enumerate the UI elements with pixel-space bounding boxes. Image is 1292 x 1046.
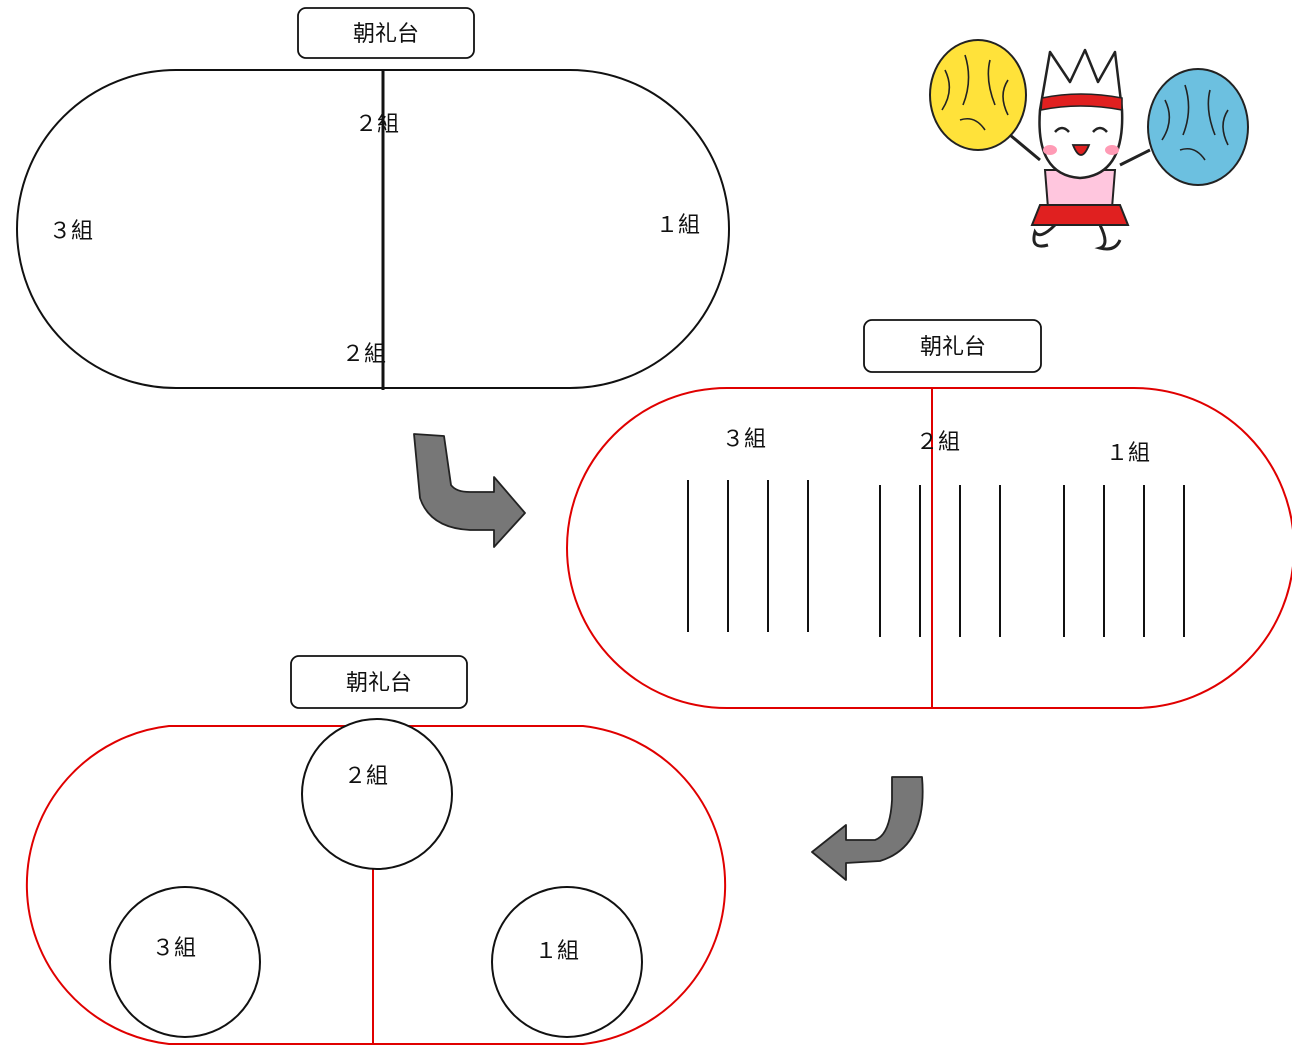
stage-box-3: 朝礼台 bbox=[290, 655, 468, 709]
stage-label-2: 朝礼台 bbox=[920, 335, 986, 360]
lane-lines-group-3 bbox=[687, 480, 809, 632]
stage-label-3: 朝礼台 bbox=[346, 671, 412, 696]
group-label-1: １組 bbox=[656, 213, 700, 238]
group-label-3: ３組 bbox=[722, 427, 766, 452]
track-outline-3 bbox=[25, 725, 727, 1045]
stage-box-1-frame bbox=[297, 7, 475, 59]
stage-box-1: 朝礼台 bbox=[297, 7, 475, 59]
group-label-3: ３組 bbox=[152, 936, 196, 961]
stage-label-1: 朝礼台 bbox=[353, 22, 419, 47]
lane-lines-group-1 bbox=[1063, 485, 1185, 637]
yellow-pompom-icon bbox=[929, 39, 1027, 151]
group-label-1: １組 bbox=[535, 939, 579, 964]
track-outline-1 bbox=[16, 69, 730, 389]
group-circle-2 bbox=[301, 718, 453, 870]
stage-box-3-frame bbox=[290, 655, 468, 709]
diagram-1: 朝礼台 ２組 ２組 ３組 １組 bbox=[16, 7, 730, 390]
group-label-2-top: ２組 bbox=[355, 112, 399, 137]
stage-box-2: 朝礼台 bbox=[863, 319, 1042, 373]
blue-pompom-icon bbox=[1147, 68, 1249, 186]
group-label-2-bottom: ２組 bbox=[342, 342, 386, 367]
group-label-2: ２組 bbox=[916, 430, 960, 455]
diagram-2: 朝礼台 ３組 ２組 １組 bbox=[566, 319, 1292, 709]
stage-box-2-frame bbox=[863, 319, 1042, 373]
curved-arrow-right-icon bbox=[413, 433, 526, 548]
diagram-3: 朝礼台 ２組 ３組 １組 bbox=[25, 655, 727, 1045]
group-label-1: １組 bbox=[1106, 441, 1150, 466]
group-label-2: ２組 bbox=[344, 764, 388, 789]
group-circle-1 bbox=[491, 886, 643, 1038]
curved-arrow-left-icon bbox=[811, 776, 924, 881]
group-circle-3 bbox=[109, 886, 261, 1038]
track-outline-2 bbox=[566, 387, 1292, 709]
cheerleader-cat-icon bbox=[929, 39, 1249, 251]
group-label-3: ３組 bbox=[49, 219, 93, 244]
lane-lines-group-2 bbox=[879, 485, 1001, 637]
